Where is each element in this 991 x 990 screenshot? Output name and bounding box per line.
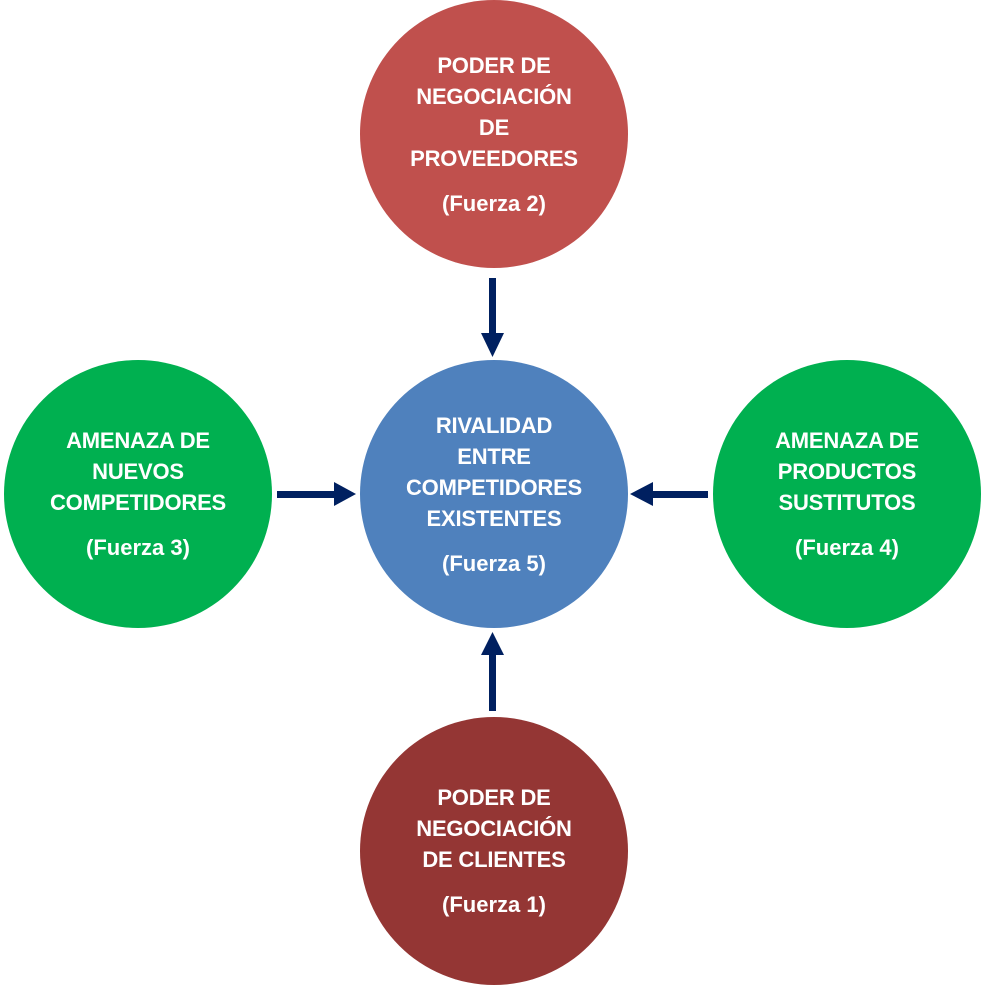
force-subtitle: (Fuerza 1) [442,892,546,917]
arrow-right-icon [277,482,356,506]
force-node-supplier-power: PODER DE NEGOCIACIÓN DE PROVEEDORES (Fue… [360,0,628,268]
force-title: AMENAZA DE NUEVOS COMPETIDORES [49,428,227,515]
force-title: AMENAZA DE PRODUCTOS SUSTITUTOS [775,428,919,515]
force-node-new-entrants: AMENAZA DE NUEVOS COMPETIDORES (Fuerza 3… [4,360,272,628]
arrow-up-icon [481,632,504,711]
force-node-competitive-rivalry: RIVALIDAD ENTRE COMPETIDORES EXISTENTES … [360,360,628,628]
force-title: RIVALIDAD ENTRE COMPETIDORES EXISTENTES [405,412,583,531]
arrow-down-icon [481,278,504,357]
force-title: PODER DE NEGOCIACIÓN DE PROVEEDORES [410,52,578,171]
force-subtitle: (Fuerza 4) [795,535,899,560]
force-title: PODER DE NEGOCIACIÓN DE CLIENTES [416,785,572,872]
arrow-left-icon [630,482,708,506]
force-node-substitutes: AMENAZA DE PRODUCTOS SUSTITUTOS (Fuerza … [713,360,981,628]
force-subtitle: (Fuerza 3) [86,535,190,560]
force-node-buyer-power: PODER DE NEGOCIACIÓN DE CLIENTES (Fuerza… [360,717,628,985]
force-subtitle: (Fuerza 5) [442,550,546,576]
force-subtitle: (Fuerza 2) [442,190,546,216]
